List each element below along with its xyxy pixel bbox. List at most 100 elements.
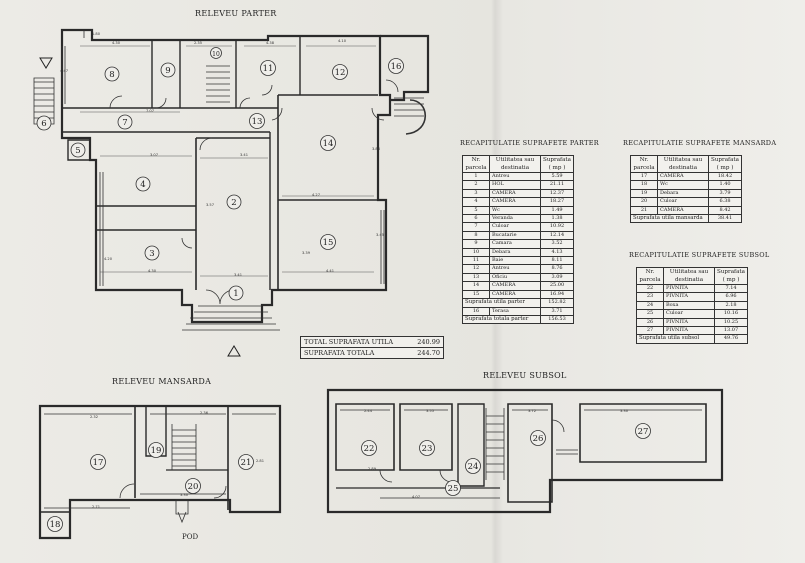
- svg-text:8: 8: [109, 70, 114, 80]
- dimension-label: 3.88: [372, 147, 381, 151]
- dimension-label: 3.45: [376, 233, 384, 237]
- label-pod: POD: [182, 533, 199, 541]
- dimension-label: 4.41: [326, 269, 334, 273]
- cell-destinatie: Culoar: [663, 309, 715, 319]
- svg-text:6: 6: [41, 119, 46, 129]
- cell-suprafata: 21.11: [539, 180, 575, 190]
- dimension-label: 7.07: [146, 109, 154, 113]
- svg-text:26: 26: [533, 434, 544, 444]
- cell-nr: 2: [462, 180, 490, 190]
- cell-destinatie: Baie: [489, 256, 541, 266]
- totals-box: TOTAL SUPRAFATA UTILA 240.99 SUPRAFATA T…: [300, 336, 444, 359]
- recap-subsol-table: Nr. parcela Utilitatea sau destinatia Su…: [636, 267, 749, 344]
- room-number-1: 1: [228, 285, 244, 301]
- room-number-18: 18: [47, 516, 63, 532]
- cell-destinatie: Terasa: [489, 306, 541, 316]
- cell-destinatie: PIVNITA: [663, 317, 715, 328]
- svg-text:19: 19: [151, 446, 162, 456]
- cell-suprafata: 1.38: [539, 214, 575, 224]
- svg-text:12: 12: [335, 68, 346, 78]
- cell-destinatie: Debara: [657, 188, 709, 199]
- total-value: 38.41: [707, 214, 743, 224]
- cell-suprafata: 8.76: [539, 264, 575, 274]
- svg-text:1: 1: [233, 289, 238, 299]
- cell-suprafata: 3.79: [707, 188, 743, 199]
- dimension-label: 2.36: [200, 411, 209, 415]
- dimension-label: 3.72: [528, 409, 536, 413]
- cell-suprafata: 4.13: [539, 247, 575, 258]
- room-number-9: 9: [160, 62, 176, 78]
- cell-suprafata: 8.11: [539, 256, 575, 266]
- svg-text:7: 7: [122, 118, 127, 128]
- cell-nr: 4: [462, 197, 490, 207]
- dimension-label: 4.38: [266, 41, 275, 45]
- cell-destinatie: CAMERA: [657, 205, 709, 216]
- svg-text:16: 16: [391, 62, 402, 72]
- cell-suprafata: 5.59: [539, 171, 575, 182]
- dimension-label: 2.35: [194, 41, 202, 45]
- cell-suprafata: 6.38: [707, 197, 743, 207]
- dimension-label: 2.32: [90, 415, 98, 419]
- cell-destinatie: CAMERA: [489, 289, 541, 300]
- cell-destinatie: Wc: [657, 180, 709, 190]
- cell-destinatie: Wc: [489, 205, 541, 216]
- cell-nr: 5: [462, 205, 490, 216]
- cell-destinatie: CAMERA: [657, 171, 709, 182]
- cell-destinatie: Camara: [489, 239, 541, 249]
- cell-suprafata: 1.49: [539, 205, 575, 216]
- cell-nr: 25: [636, 309, 664, 319]
- total-utila-value: 240.99: [417, 338, 440, 346]
- cell-nr: 19: [630, 188, 658, 199]
- room-number-5: 5: [70, 142, 86, 158]
- room-number-13: 13: [249, 113, 265, 129]
- room-number-3: 3: [144, 245, 160, 261]
- cell-destinatie: CAMERA: [489, 281, 541, 291]
- room-number-19: 19: [148, 442, 164, 458]
- dimension-label: 4.20: [104, 257, 113, 261]
- cell-nr: 27: [636, 326, 664, 336]
- svg-text:10: 10: [212, 51, 220, 58]
- svg-text:9: 9: [165, 66, 170, 76]
- cell-suprafata: 1.40: [707, 180, 743, 190]
- svg-text:27: 27: [638, 427, 649, 437]
- cell-nr: 6: [462, 214, 490, 224]
- cell-destinatie: PIVNITA: [663, 326, 715, 336]
- cell-destinatie: Culoar: [489, 222, 541, 232]
- room-number-21: 21: [238, 454, 254, 470]
- room-number-25: 25: [445, 480, 461, 496]
- cell-destinatie: PIVNITA: [663, 283, 715, 294]
- room-number-16: 16: [388, 58, 404, 74]
- recap-mansarda-table: Nr. parcela Utilitatea sau destinatia Su…: [630, 155, 743, 224]
- cell-nr: 24: [636, 300, 664, 311]
- recap-subsol-title: RECAPITULATIE SUPRAFETE SUBSOL: [629, 251, 770, 259]
- cell-suprafata: 3.09: [539, 272, 575, 283]
- total-totala-row: SUPRAFATA TOTALA 244.70: [301, 348, 443, 358]
- cell-suprafata: 25.00: [539, 281, 575, 291]
- dimension-label: 2.71: [92, 505, 100, 509]
- room-number-26: 26: [530, 430, 546, 446]
- dimension-label: 3.07: [150, 153, 158, 157]
- dimension-label: 4.27: [312, 193, 320, 197]
- cell-nr: 18: [630, 180, 658, 190]
- cell-destinatie: Oficiu: [489, 272, 541, 283]
- cell-nr: 23: [636, 292, 664, 302]
- cell-nr: 20: [630, 197, 658, 207]
- cell-suprafata: 18.42: [707, 171, 743, 182]
- cell-suprafata: 12.37: [539, 188, 575, 199]
- room-number-15: 15: [320, 234, 336, 250]
- room-number-27: 27: [635, 423, 651, 439]
- svg-text:23: 23: [422, 444, 433, 454]
- cell-suprafata: 13.07: [713, 326, 749, 336]
